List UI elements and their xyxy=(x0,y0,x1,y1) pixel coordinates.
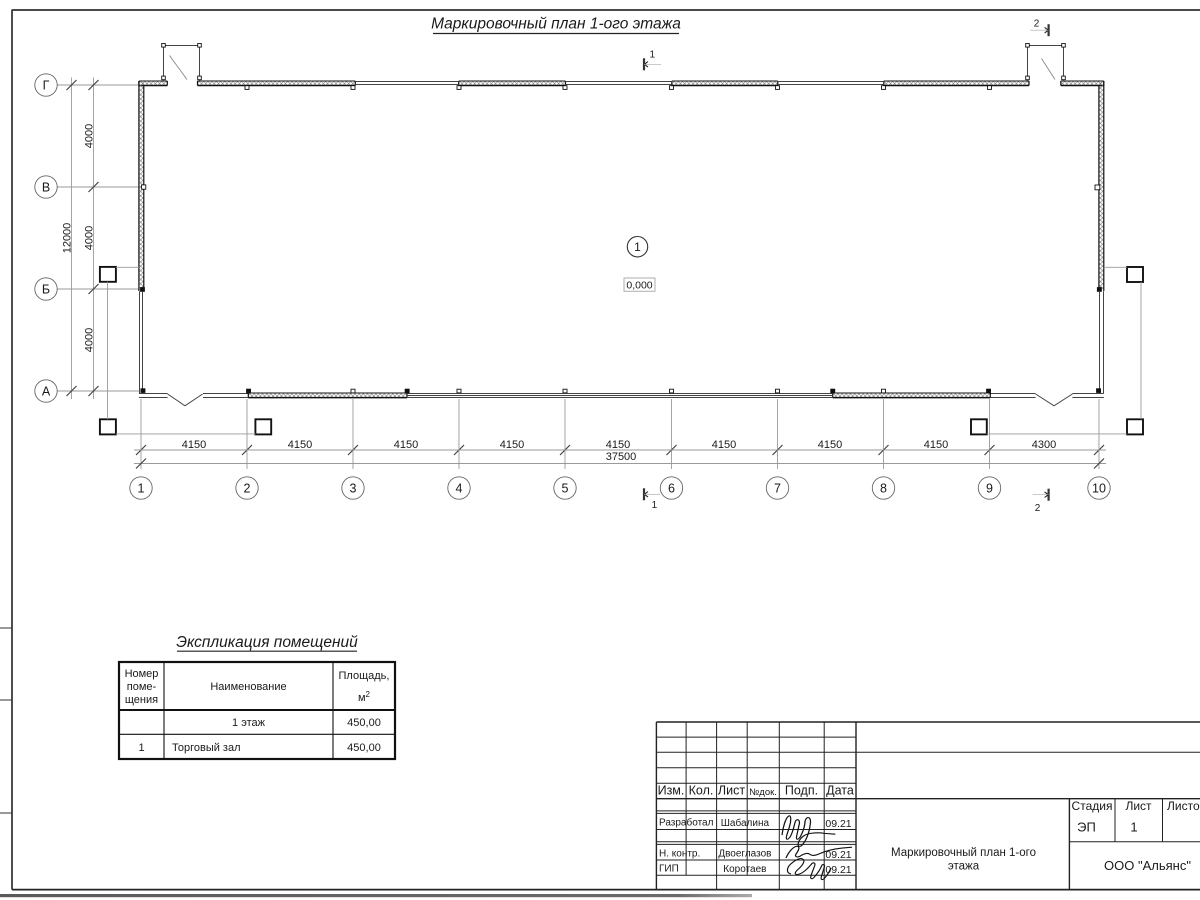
svg-text:09.21: 09.21 xyxy=(825,864,851,876)
svg-text:В: В xyxy=(42,180,50,194)
svg-text:Кол.: Кол. xyxy=(689,784,714,798)
svg-text:ГИП: ГИП xyxy=(659,864,679,875)
svg-text:Подп.: Подп. xyxy=(785,784,818,798)
svg-text:1: 1 xyxy=(138,481,145,495)
svg-text:Разработал: Разработал xyxy=(659,817,714,829)
svg-text:4150: 4150 xyxy=(182,439,206,451)
svg-text:Номер: Номер xyxy=(125,668,159,680)
svg-text:Маркировочный план 1-ого этажа: Маркировочный план 1-ого этажа xyxy=(431,16,681,33)
svg-text:Маркировочный план 1-ого: Маркировочный план 1-ого xyxy=(891,847,1036,859)
svg-text:щения: щения xyxy=(125,694,158,706)
svg-text:7: 7 xyxy=(774,481,781,495)
svg-text:ЭП: ЭП xyxy=(1077,820,1096,835)
svg-text:ООО "Альянс": ООО "Альянс" xyxy=(1104,858,1191,873)
svg-text:Лист: Лист xyxy=(1125,799,1152,813)
svg-text:4000: 4000 xyxy=(83,226,95,250)
svg-text:поме-: поме- xyxy=(127,681,157,693)
svg-text:Наименование: Наименование xyxy=(210,681,286,693)
svg-text:6: 6 xyxy=(668,481,675,495)
svg-text:Площадь,: Площадь, xyxy=(339,670,390,682)
svg-text:Лист: Лист xyxy=(718,784,745,798)
svg-text:8: 8 xyxy=(880,481,887,495)
svg-text:450,00: 450,00 xyxy=(347,742,381,754)
svg-text:09.21: 09.21 xyxy=(825,818,851,830)
svg-text:1: 1 xyxy=(634,240,641,254)
svg-text:№док.: №док. xyxy=(749,787,777,798)
svg-text:Дата: Дата xyxy=(826,784,854,798)
svg-text:12000: 12000 xyxy=(62,223,74,254)
svg-text:4: 4 xyxy=(456,481,463,495)
svg-text:9: 9 xyxy=(986,481,993,495)
svg-text:4150: 4150 xyxy=(394,439,418,451)
svg-text:этажа: этажа xyxy=(948,861,980,873)
svg-text:4000: 4000 xyxy=(83,328,95,352)
svg-text:4150: 4150 xyxy=(288,439,312,451)
svg-text:4150: 4150 xyxy=(924,439,948,451)
svg-text:А: А xyxy=(42,384,51,398)
svg-text:10: 10 xyxy=(1092,481,1106,495)
svg-text:2: 2 xyxy=(1035,503,1041,514)
svg-text:4150: 4150 xyxy=(818,439,842,451)
svg-text:Шабалина: Шабалина xyxy=(721,817,770,829)
svg-text:3: 3 xyxy=(350,481,357,495)
svg-text:Листов: Листов xyxy=(1167,799,1200,813)
svg-text:Коротаев: Коротаев xyxy=(723,864,766,875)
svg-text:450,00: 450,00 xyxy=(347,717,381,729)
svg-text:2: 2 xyxy=(1034,19,1040,30)
svg-text:1: 1 xyxy=(652,500,658,511)
svg-text:1: 1 xyxy=(138,742,144,754)
svg-text:0,000: 0,000 xyxy=(626,279,652,291)
svg-text:Б: Б xyxy=(42,282,50,296)
svg-text:Г: Г xyxy=(43,78,50,92)
svg-text:1 этаж: 1 этаж xyxy=(232,717,266,729)
svg-text:Стадия: Стадия xyxy=(1072,799,1113,813)
svg-text:Двоеглазов: Двоеглазов xyxy=(718,849,771,860)
svg-text:09.21: 09.21 xyxy=(825,849,851,861)
svg-text:4300: 4300 xyxy=(1032,439,1056,451)
svg-text:4150: 4150 xyxy=(500,439,524,451)
svg-text:37500: 37500 xyxy=(606,451,637,463)
svg-text:Торговый зал: Торговый зал xyxy=(172,742,241,754)
svg-text:Изм.: Изм. xyxy=(658,784,685,798)
svg-text:4150: 4150 xyxy=(712,439,736,451)
svg-text:4150: 4150 xyxy=(606,439,630,451)
svg-text:Экспликация помещений: Экспликация помещений xyxy=(176,634,358,651)
svg-text:5: 5 xyxy=(562,481,569,495)
svg-text:1: 1 xyxy=(1130,820,1137,835)
svg-text:1: 1 xyxy=(650,50,656,61)
svg-text:Н. контр.: Н. контр. xyxy=(659,848,700,859)
svg-text:2: 2 xyxy=(244,481,251,495)
svg-text:4000: 4000 xyxy=(83,124,95,148)
